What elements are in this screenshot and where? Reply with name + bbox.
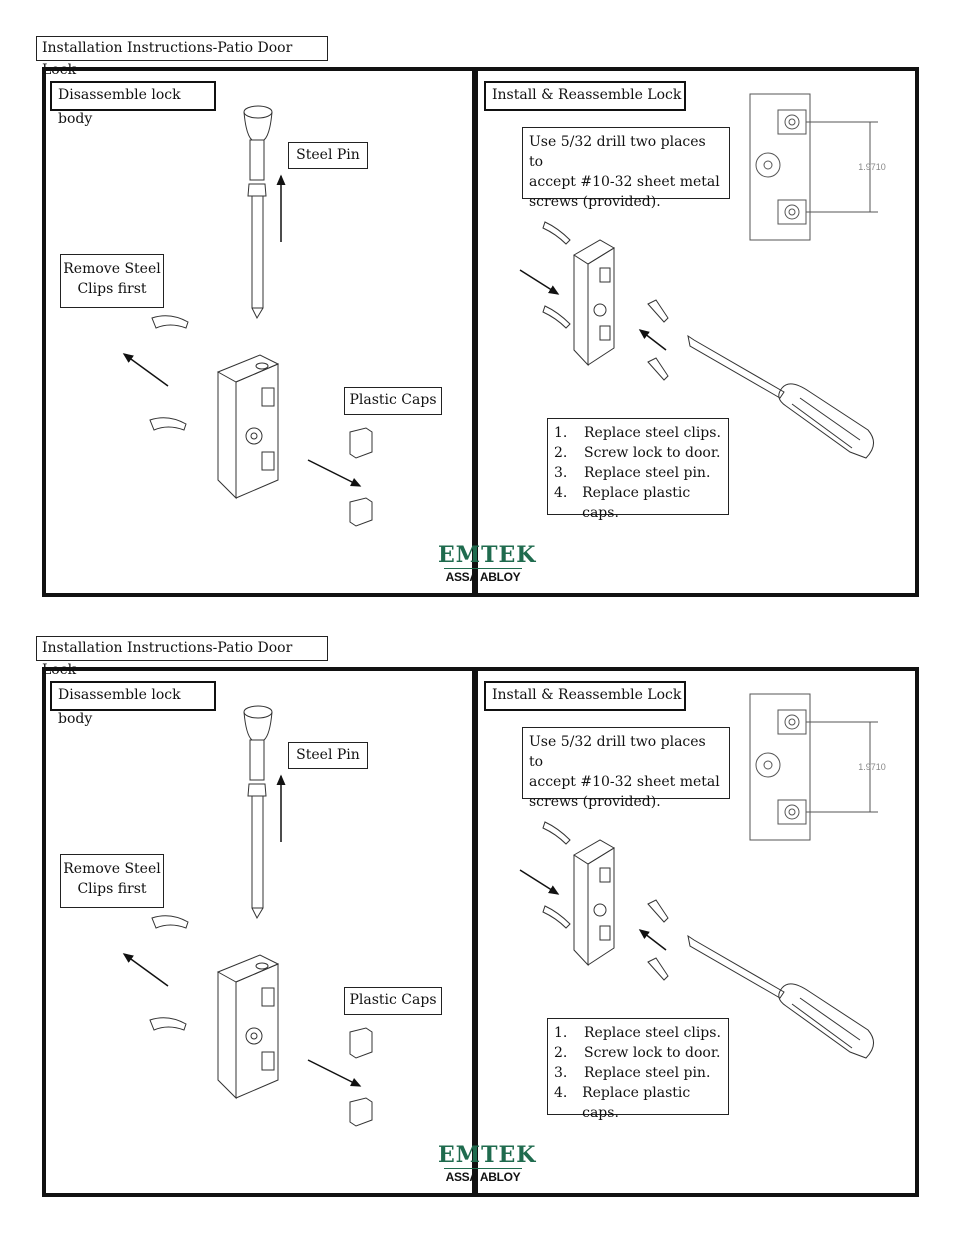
steps-list: 1. Replace steel clips. 2. Screw lock to d… [547, 1018, 729, 1121]
logo-rule [444, 1168, 522, 1169]
step-item: 1. Replace steel clips. [554, 1023, 722, 1043]
logo-brand: EMTEK [438, 1142, 537, 1168]
step-item: 2. Screw lock to door. [554, 1043, 722, 1063]
remove-clips-line: Remove Steel [63, 261, 161, 277]
steel-pin-label: Steel Pin [288, 742, 368, 769]
remove-clips-line: Clips first [77, 281, 147, 297]
remove-clips-callout: Remove Steel Clips first [60, 254, 164, 308]
step-text: Screw lock to door. [584, 1045, 721, 1061]
step-item: 4. Replace plastic caps. [554, 483, 722, 523]
remove-clips-line: Remove Steel [63, 861, 161, 877]
drill-note-line: accept #10-32 sheet metal [529, 774, 720, 790]
instruction-frame [42, 67, 919, 597]
drill-note: Use 5/32 drill two places to accept #10-… [522, 727, 730, 810]
panel-divider [472, 67, 478, 597]
step-text: Replace plastic caps. [582, 1085, 691, 1121]
drill-note: Use 5/32 drill two places to accept #10-… [522, 127, 730, 210]
logo-parent: ASSA ABLOY [445, 1170, 521, 1184]
disassemble-heading: Disassemble lock body [50, 681, 216, 727]
install-heading: Install & Reassemble Lock [484, 81, 686, 111]
step-text: Replace plastic caps. [582, 485, 691, 521]
emtek-logo: EMTEK ASSA ABLOY [438, 1142, 537, 1184]
logo-parent: ASSA ABLOY [445, 570, 521, 584]
step-number: 4. [554, 1085, 568, 1101]
instruction-sheet-1: Installation Instructions-Patio Door Loc… [0, 0, 954, 600]
instruction-frame [42, 667, 919, 1197]
step-number: 1. [554, 425, 568, 441]
disassemble-heading: Disassemble lock body [50, 81, 216, 127]
step-text: Replace steel pin. [584, 1065, 711, 1081]
steps-list: 1. Replace steel clips. 2. Screw lock to d… [547, 418, 729, 521]
step-number: 2. [554, 445, 568, 461]
step-item: 3. Replace steel pin. [554, 1063, 722, 1083]
drill-note-line: screws (provided). [529, 794, 661, 810]
step-item: 3. Replace steel pin. [554, 463, 722, 483]
step-number: 4. [554, 485, 568, 501]
drill-note-line: screws (provided). [529, 194, 661, 210]
step-item: 2. Screw lock to door. [554, 443, 722, 463]
logo-brand: EMTEK [438, 542, 537, 568]
steel-pin-label: Steel Pin [288, 142, 368, 169]
step-item: 4. Replace plastic caps. [554, 1083, 722, 1123]
logo-rule [444, 568, 522, 569]
step-number: 2. [554, 1045, 568, 1061]
drill-note-line: Use 5/32 drill two places to [529, 734, 706, 770]
plastic-caps-label: Plastic Caps [344, 987, 442, 1015]
drill-note-line: Use 5/32 drill two places to [529, 134, 706, 170]
step-text: Replace steel clips. [584, 425, 721, 441]
step-text: Replace steel clips. [584, 1025, 721, 1041]
emtek-logo: EMTEK ASSA ABLOY [438, 542, 537, 584]
sheet-title: Installation Instructions-Patio Door Loc… [36, 636, 328, 678]
remove-clips-line: Clips first [77, 881, 147, 897]
drill-note-line: accept #10-32 sheet metal [529, 174, 720, 190]
sheet-title: Installation Instructions-Patio Door Loc… [36, 36, 328, 78]
step-number: 1. [554, 1025, 568, 1041]
step-number: 3. [554, 1065, 568, 1081]
step-number: 3. [554, 465, 568, 481]
instruction-sheet-2: Installation Instructions-Patio Door Loc… [0, 600, 954, 1200]
step-text: Replace steel pin. [584, 465, 711, 481]
panel-divider [472, 667, 478, 1197]
plastic-caps-label: Plastic Caps [344, 387, 442, 415]
step-text: Screw lock to door. [584, 445, 721, 461]
install-heading: Install & Reassemble Lock [484, 681, 686, 711]
remove-clips-callout: Remove Steel Clips first [60, 854, 164, 908]
step-item: 1. Replace steel clips. [554, 423, 722, 443]
